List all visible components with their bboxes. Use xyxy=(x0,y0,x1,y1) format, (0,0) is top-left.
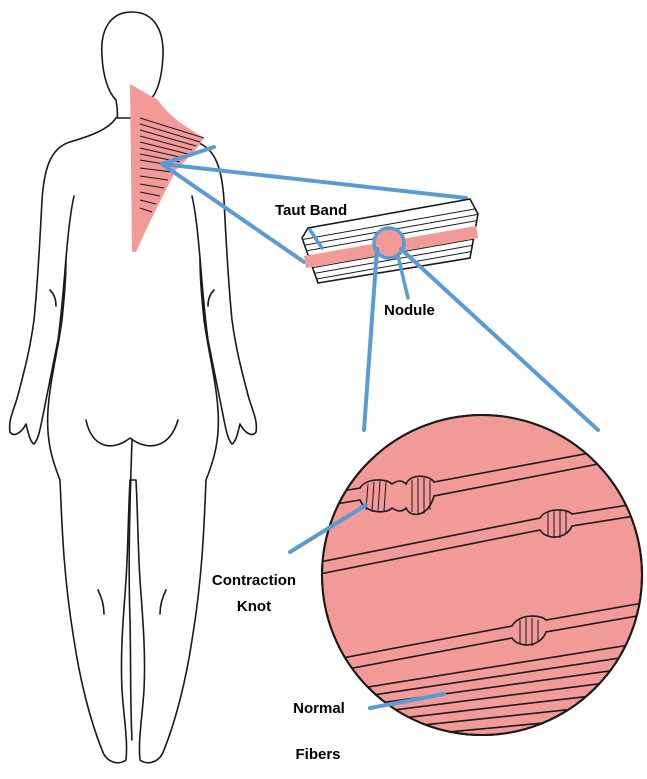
contraction-knot-label-line1: Contraction xyxy=(212,572,296,590)
normal-fibers-label-line2: Fibers xyxy=(295,746,340,764)
taut-band-label: Taut Band xyxy=(275,202,347,220)
contraction-knot-label-line2: Knot xyxy=(237,598,271,616)
magnified-muscle-view xyxy=(300,415,647,754)
connector-lines-nodule-to-circle xyxy=(364,249,598,430)
normal-fibers-label-line1: Normal xyxy=(293,700,345,718)
nodule-label: Nodule xyxy=(384,302,435,320)
